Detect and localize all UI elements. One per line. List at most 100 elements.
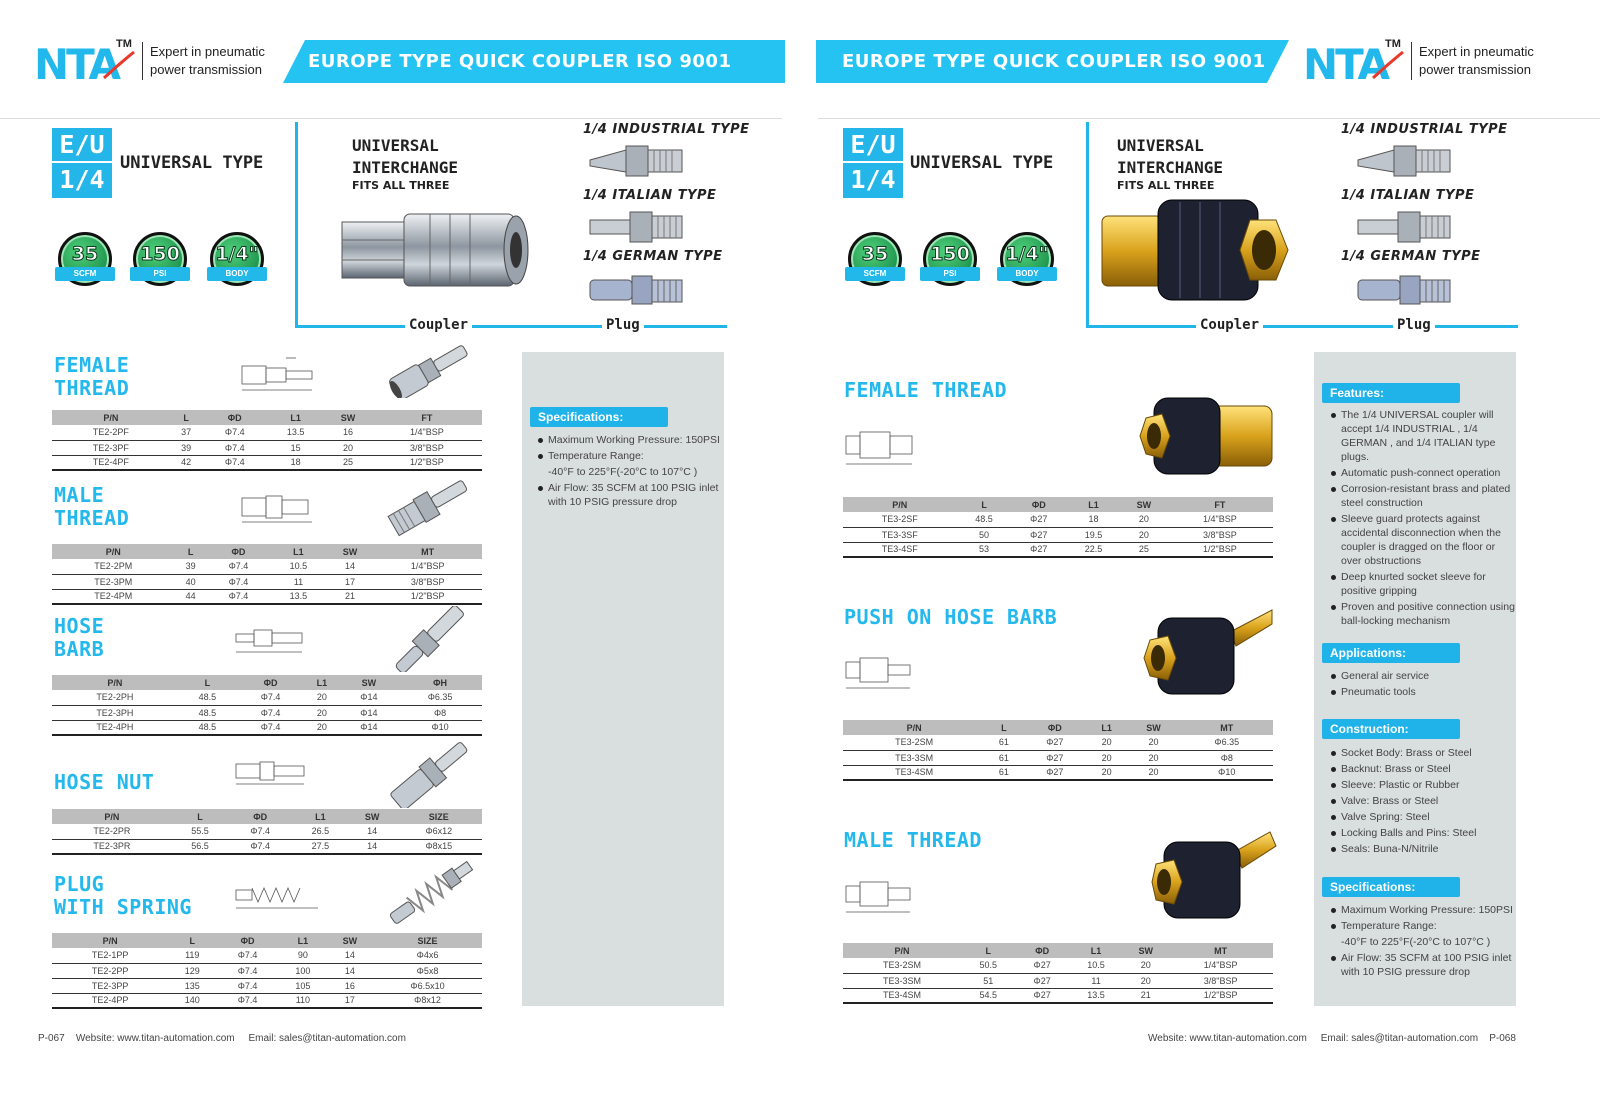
table-cell: TE3-4SM xyxy=(843,988,962,1004)
column-header: ΦD xyxy=(202,410,267,425)
table-cell: Φ27 xyxy=(1011,512,1066,528)
column-header: ΦD xyxy=(216,933,279,948)
column-header: L1 xyxy=(278,933,327,948)
nta-logo-icon: NTA xyxy=(34,42,135,82)
construction-title: Construction: xyxy=(1322,719,1460,739)
table-cell: Φ8 xyxy=(1180,750,1273,766)
table-cell: 20 xyxy=(1126,765,1181,781)
table-cell: 1/2"BSP xyxy=(1166,542,1273,558)
table-cell: 135 xyxy=(168,978,217,994)
table-cell: TE2-3PP xyxy=(52,978,169,994)
table-cell: 10.5 xyxy=(1068,958,1124,974)
table-cell: Φ6.35 xyxy=(1180,735,1273,751)
section-title: HOSE NUT xyxy=(54,770,155,794)
table-cell: Φ7.4 xyxy=(216,948,279,964)
table-cell: Φ27 xyxy=(1011,527,1066,543)
table-cell: 39 xyxy=(174,559,207,575)
table-cell: 110 xyxy=(278,993,327,1009)
column-header: MT xyxy=(1180,720,1273,735)
column-header: P/N xyxy=(52,410,170,425)
column-header: L xyxy=(177,675,238,690)
column-header: L1 xyxy=(1087,720,1127,735)
banner-right: EUROPE TYPE QUICK COUPLER ISO 9001 xyxy=(816,40,1289,83)
table-cell: 40 xyxy=(174,574,207,590)
table-cell: Φ6.35 xyxy=(398,690,482,706)
italian-type-label: 1/4 ITALIAN TYPE xyxy=(1341,188,1475,203)
table-cell: 1/4"BSP xyxy=(1168,958,1273,974)
website-link[interactable]: Website: www.titan-automation.com xyxy=(75,1033,235,1044)
table-cell: 18 xyxy=(1065,512,1122,528)
table-cell: Φ27 xyxy=(1011,542,1066,558)
brand-logo-right: NTA TM Expert in pneumatic power transmi… xyxy=(1303,38,1548,86)
female-thread-plug-image xyxy=(389,345,468,398)
table-cell: 48.5 xyxy=(177,705,238,721)
table-cell: Φ7.4 xyxy=(228,824,293,840)
table-cell: 1/2"BSP xyxy=(373,589,482,605)
features-title: Features: xyxy=(1322,383,1460,403)
technical-drawing xyxy=(845,657,911,689)
column-header: SIZE xyxy=(373,933,482,948)
column-header: SIZE xyxy=(395,809,482,824)
website-link[interactable]: Website: www.titan-automation.com xyxy=(1148,1033,1307,1044)
technical-drawing xyxy=(235,886,318,909)
table-cell: 20 xyxy=(1126,735,1181,751)
svg-text:NTA: NTA xyxy=(34,42,122,82)
female-thread-coupler-image xyxy=(1139,397,1273,475)
email-link[interactable]: Email: sales@titan-automation.com xyxy=(248,1033,406,1044)
column-header: ΦD xyxy=(228,809,293,824)
column-header: L xyxy=(174,544,207,559)
table-cell: 53 xyxy=(956,542,1012,558)
list-item: General air service xyxy=(1331,669,1515,683)
technical-drawing xyxy=(241,495,312,523)
table-cell: Φ7.4 xyxy=(202,440,267,456)
list-item: Seals: Buna-N/Nitrile xyxy=(1331,842,1515,856)
list-item: Pneumatic tools xyxy=(1331,685,1515,699)
technical-drawing xyxy=(235,629,303,653)
email-link[interactable]: Email: sales@titan-automation.com xyxy=(1320,1033,1479,1044)
column-header: L1 xyxy=(266,410,325,425)
table-cell: TE3-3SM xyxy=(843,750,986,766)
table-cell: Φ5x8 xyxy=(373,963,482,979)
german-type-label: 1/4 GERMAN TYPE xyxy=(583,249,723,264)
list-item: Sleeve: Plastic or Rubber xyxy=(1331,778,1515,792)
table-cell: 20 xyxy=(1123,973,1169,989)
trademark: TM xyxy=(1385,38,1401,50)
table-cell: 50.5 xyxy=(961,958,1016,974)
table-cell: Φ7.4 xyxy=(202,455,267,471)
industrial-plug-image xyxy=(1357,145,1451,177)
list-item: Maximum Working Pressure: 150PSI xyxy=(1331,903,1515,917)
banner-left: EUROPE TYPE QUICK COUPLER ISO 9001 xyxy=(283,40,785,83)
table-cell: 51 xyxy=(961,973,1016,989)
features-list: The 1/4 UNIVERSAL coupler will accept 1/… xyxy=(1331,408,1515,630)
table-cell: 14 xyxy=(326,963,373,979)
list-item: Socket Body: Brass or Steel xyxy=(1331,746,1515,760)
table-cell: 56.5 xyxy=(171,839,229,855)
column-header: FT xyxy=(1166,497,1273,512)
table-cell: TE3-3SF xyxy=(843,527,957,543)
table-cell: TE2-4PP xyxy=(52,993,169,1009)
list-item: The 1/4 UNIVERSAL coupler will accept 1/… xyxy=(1331,408,1515,464)
column-header: P/N xyxy=(843,943,962,958)
table-cell: Φ7.4 xyxy=(216,993,279,1009)
table-cell: 3/8"BSP xyxy=(1166,527,1273,543)
table-cell: 48.5 xyxy=(956,512,1012,528)
column-header: P/N xyxy=(52,933,169,948)
table-cell: 13.5 xyxy=(270,589,327,605)
column-header: SW xyxy=(1126,720,1181,735)
table-cell: 25 xyxy=(324,455,372,471)
section-title: MALE THREAD xyxy=(844,828,982,852)
table-cell: 14 xyxy=(326,559,374,575)
table-cell: 1/4"BSP xyxy=(373,559,482,575)
technical-drawing xyxy=(235,761,305,785)
